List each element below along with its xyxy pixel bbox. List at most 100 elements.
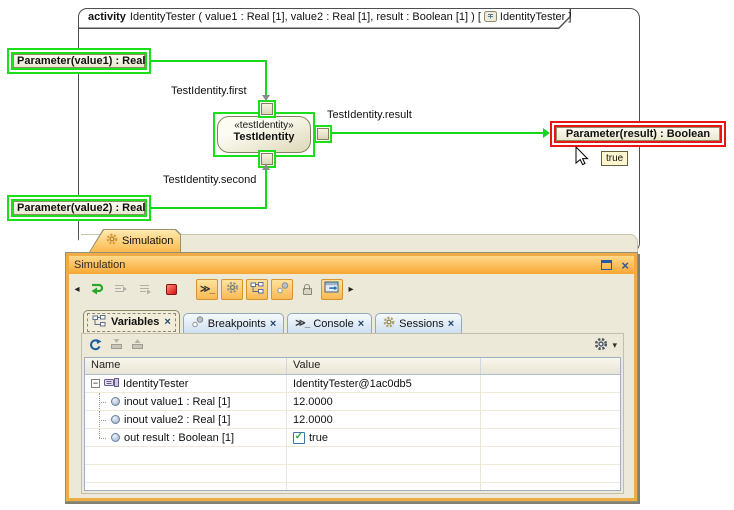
- row-value: true: [309, 431, 328, 444]
- terminate-button[interactable]: [160, 279, 182, 300]
- variables-toggle-button[interactable]: [246, 278, 268, 300]
- gear-icon: [226, 281, 239, 297]
- tree-icon: [92, 314, 106, 330]
- refresh-button[interactable]: [88, 338, 102, 354]
- chevron-down-icon[interactable]: ▾: [612, 340, 617, 350]
- column-header-value[interactable]: Value: [287, 358, 481, 374]
- output-pin-result[interactable]: [314, 125, 332, 143]
- column-header-extra[interactable]: [481, 358, 620, 374]
- titlebar-label: Simulation: [74, 259, 126, 271]
- scroll-left-icon[interactable]: ◂: [74, 283, 80, 295]
- action-stereotype: «testIdentity»: [234, 120, 294, 131]
- gear-icon: [106, 233, 118, 248]
- scroll-right-icon[interactable]: ▸: [348, 283, 354, 295]
- pin-label-second: TestIdentity.second: [163, 174, 257, 186]
- detach-window-icon: [324, 281, 340, 297]
- arrowhead-result: [543, 128, 550, 138]
- empty-row: [85, 483, 620, 490]
- value-tooltip: true: [601, 151, 629, 166]
- float-window-icon[interactable]: [601, 260, 613, 270]
- input-pin-first[interactable]: [258, 100, 276, 118]
- row-value: 12.0000: [293, 395, 333, 408]
- row-name: inout value1 : Real [1]: [124, 395, 231, 408]
- tab-label: Variables: [111, 316, 160, 328]
- table-row[interactable]: inout value2 : Real [1] 12.0000: [85, 411, 620, 429]
- breakpoints-toggle-button[interactable]: [271, 278, 293, 300]
- tab-variables[interactable]: Variables ×: [83, 310, 180, 333]
- tab-label: Sessions: [399, 317, 444, 330]
- export-button[interactable]: [110, 338, 123, 353]
- row-name: out result : Boolean [1]: [124, 431, 235, 444]
- step-over-icon: [140, 285, 151, 295]
- parameter-node-value1[interactable]: Parameter(value1) : Real: [11, 52, 147, 70]
- collapse-expander-icon[interactable]: −: [91, 378, 100, 388]
- parameter-node-result[interactable]: Parameter(result) : Boolean: [554, 125, 722, 143]
- check-icon: ✓: [294, 431, 304, 442]
- diagram-name: IdentityTester ]: [499, 11, 572, 23]
- flow-value2-v: [265, 170, 267, 209]
- simulation-toolbar: ◂ ≫_ ▸: [69, 274, 634, 304]
- detach-window-button[interactable]: [321, 278, 343, 300]
- step-into-icon: [115, 285, 127, 292]
- step-over-button[interactable]: [135, 279, 157, 300]
- mouse-cursor: [575, 146, 589, 166]
- import-icon: [132, 339, 143, 349]
- empty-row: [85, 447, 620, 465]
- lock-icon: [302, 283, 312, 295]
- run-button[interactable]: [85, 279, 107, 300]
- row-name: IdentityTester: [123, 377, 189, 390]
- import-button[interactable]: [131, 338, 144, 353]
- breakpoints-icon: [276, 281, 289, 297]
- table-row[interactable]: inout value1 : Real [1] 12.0000: [85, 393, 620, 411]
- activity-diagram-icon: [483, 11, 497, 25]
- column-header-name[interactable]: Name: [85, 358, 287, 374]
- flow-value1-v: [265, 60, 267, 101]
- empty-row: [85, 465, 620, 483]
- row-value: IdentityTester@1ac0db5: [293, 377, 412, 390]
- simulation-panel: Simulation Simulation × ◂: [65, 229, 638, 504]
- close-tab-icon[interactable]: ×: [269, 317, 277, 330]
- row-name: inout value2 : Real [1]: [124, 413, 231, 426]
- table-header: Name Value: [85, 358, 620, 375]
- close-tab-icon[interactable]: ×: [164, 316, 171, 328]
- variables-table: Name Value − IdentityTester IdentityTest…: [84, 357, 621, 491]
- pin-label-first: TestIdentity.first: [171, 85, 247, 97]
- animation-toggle-button[interactable]: [221, 278, 243, 300]
- console-toggle-button[interactable]: ≫_: [196, 278, 218, 300]
- variables-pane: ▾ Name Value − Id: [81, 333, 624, 494]
- result-checkbox[interactable]: ✓: [293, 431, 305, 444]
- lock-button[interactable]: [296, 279, 318, 300]
- flow-result: [332, 132, 546, 134]
- gear-icon: [383, 316, 395, 331]
- pin-label-result: TestIdentity.result: [327, 109, 412, 121]
- action-name: TestIdentity: [233, 131, 295, 143]
- breakpoints-icon: [191, 316, 204, 331]
- simulation-window: Simulation × ◂ ≫_: [65, 252, 638, 502]
- table-row[interactable]: out result : Boolean [1] ✓ true: [85, 429, 620, 447]
- tab-console[interactable]: ≫_ Console ×: [287, 313, 373, 333]
- activity-keyword: activity: [88, 11, 126, 23]
- simulation-window-tab[interactable]: Simulation: [89, 229, 181, 252]
- console-icon: ≫_: [295, 318, 310, 329]
- step-into-button[interactable]: [110, 279, 132, 300]
- tree-icon: [250, 281, 264, 297]
- tab-breakpoints[interactable]: Breakpoints ×: [182, 313, 285, 333]
- row-value: 12.0000: [293, 413, 333, 426]
- arrowhead-first-pin: [262, 95, 270, 101]
- tab-sessions[interactable]: Sessions ×: [375, 313, 463, 333]
- parameter-node-value2[interactable]: Parameter(value2) : Real: [11, 199, 147, 217]
- close-tab-icon[interactable]: ×: [447, 317, 455, 330]
- simulation-tab-label: Simulation: [122, 234, 174, 247]
- pin-icon: [111, 397, 120, 406]
- run-icon: [91, 283, 104, 295]
- arrowhead-second-pin: [262, 164, 270, 170]
- close-icon[interactable]: ×: [621, 257, 629, 273]
- options-gear-button[interactable]: [594, 337, 608, 354]
- close-tab-icon[interactable]: ×: [357, 317, 365, 330]
- gear-icon: [595, 337, 608, 351]
- table-row[interactable]: − IdentityTester IdentityTester@1ac0db5: [85, 375, 620, 393]
- refresh-icon: [90, 338, 102, 350]
